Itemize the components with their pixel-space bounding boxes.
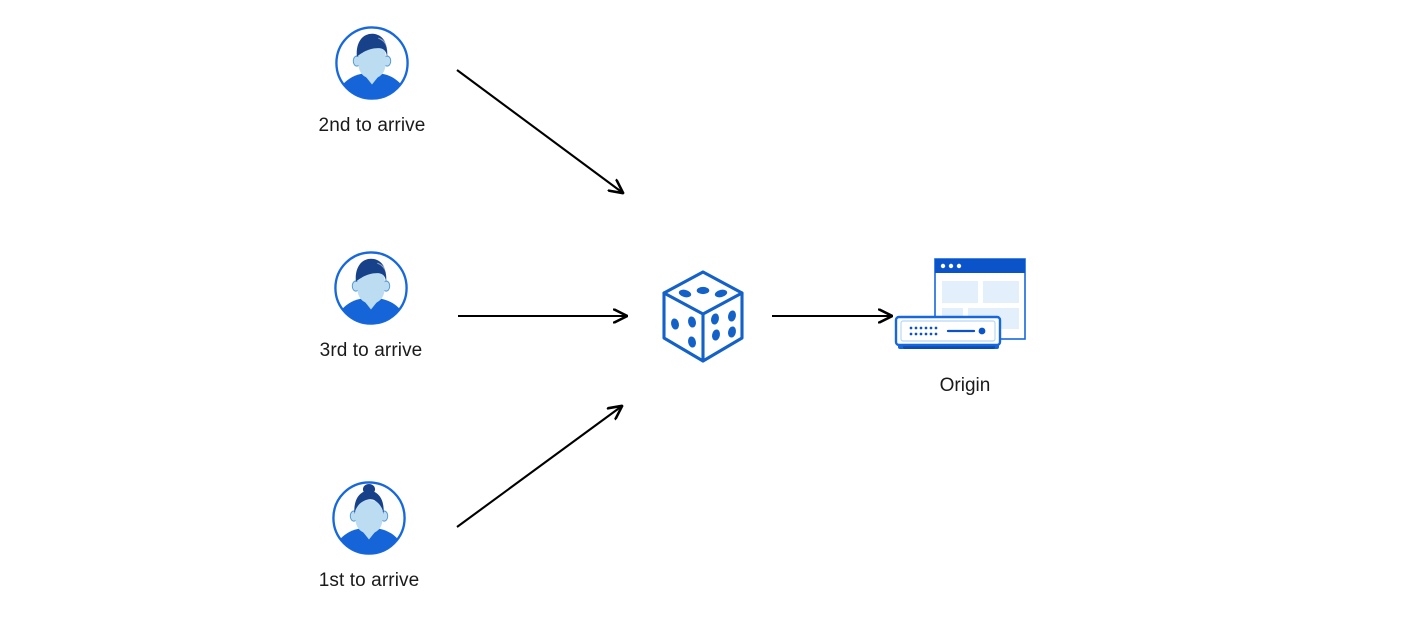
client-node-3rd: 3rd to arrive	[271, 249, 471, 363]
arrow-2nd-to-dice	[456, 69, 623, 193]
user-avatar-icon	[333, 24, 411, 102]
client-label-3rd: 3rd to arrive	[319, 340, 423, 361]
dice-icon	[648, 262, 758, 372]
client-node-1st: 1st to arrive	[269, 479, 469, 593]
origin-art	[890, 255, 1040, 360]
user-avatar-icon	[332, 249, 410, 327]
client-label-2nd: 2nd to arrive	[318, 115, 426, 136]
user-avatar-icon	[330, 479, 408, 557]
arrow-1st-to-dice	[456, 406, 622, 528]
client-node-2nd: 2nd to arrive	[272, 24, 472, 138]
client-label-1st: 1st to arrive	[318, 570, 420, 591]
origin-label: Origin	[939, 375, 991, 396]
random-selector-node	[648, 262, 758, 372]
origin-node: Origin	[855, 255, 1075, 398]
server-appliance-icon	[894, 315, 1002, 349]
